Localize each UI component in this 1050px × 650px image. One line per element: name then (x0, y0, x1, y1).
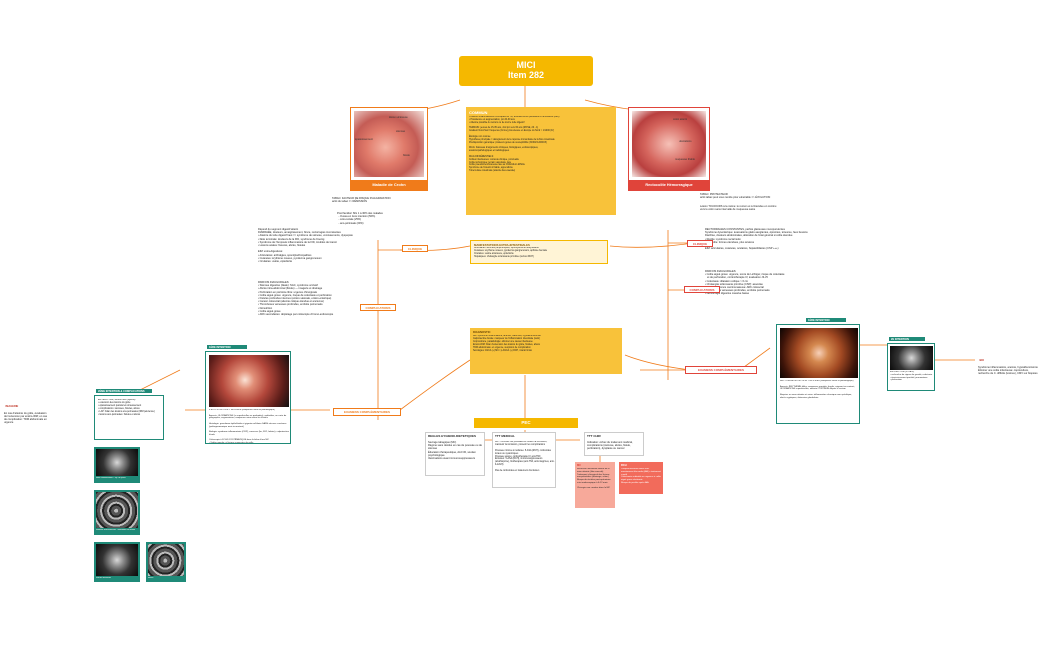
commun-body: • Lésions inflammatoires chroniques du T… (469, 116, 560, 173)
left-imaging-body: En cas d'atteinte du grêle, évaluation d… (4, 411, 48, 425)
rch-card: colon atteint ulcérations muqueuse friab… (628, 107, 710, 191)
pec-regles-title: RÈGLES HYGIÉNO-DIÉTÉTIQUES (428, 435, 477, 438)
mri-caption-4: abcès (148, 577, 154, 579)
entero-header: 2ÈME INTENTION & COMPLICATIONS (96, 389, 152, 394)
rch-photo-label-1: colon atteint (673, 118, 687, 121)
pec-mc-box: MC Résection intestinale limitée de la z… (575, 462, 615, 508)
manifestations-body: Articulaires: arthrites périphériques, s… (474, 247, 548, 258)
rch-colonoscopy-text: RECTOSIGMOÏDOSCOPIE + BIOPSIES (muqueuse… (780, 380, 855, 399)
rch-complications-label: COMPLICATIONS (684, 286, 720, 293)
manifestations-header: MANIFESTATIONS EXTRA-INTESTINALES (474, 243, 530, 247)
mri-card-4: abcès (146, 542, 186, 582)
rch-complications-text: PARFOIS INAUGURALES: • Colite aiguë grav… (705, 270, 785, 296)
left-imaging-title: IMAGERIE (5, 405, 19, 409)
link-rch-diag (624, 354, 691, 371)
mri-card-1: Iléite inflammatoire + ép. de paroi (94, 447, 140, 483)
crohn-endoscopy-photo (209, 355, 289, 407)
mri-caption-3: Fistule iléo-iléale (96, 577, 111, 579)
crohn-photo-label-1: lésion ulcéreuse (389, 116, 408, 119)
rch-photo-label-2: ulcérations (679, 140, 692, 143)
pec-regles-box: RÈGLES HYGIÉNO-DIÉTÉTIQUES Sevrage tabag… (425, 432, 485, 476)
crohn-endo-card: ILÉOCOLOSCOPIE + BIOPSIES (muqueuse sain… (205, 351, 291, 444)
diagnostic-body: Bio: syndrome inflammatoire, anémie, car… (473, 335, 541, 352)
crohn-photo-label-4: fistule (403, 154, 410, 157)
rch-tabac: TABAC: PROTECTEUR arrêt tabac peut vous … (700, 193, 771, 200)
pec-rch-body: Coloproctectomie totale avec anastomose … (621, 468, 661, 484)
diagnostic-box: DIAGNOSTIC Bio: syndrome inflammatoire, … (470, 328, 622, 374)
rch-colon-illustration (632, 111, 706, 177)
crohn-endo-text: ILÉOCOLOSCOPIE + BIOPSIES (muqueuse sain… (209, 409, 289, 443)
entero-body: ENTÉRO-TDM, surtout IRM (injecté): • ext… (98, 399, 155, 416)
pec-chir-body: Indication: échec du traitement médical,… (587, 441, 634, 451)
pec-regles-body: Sevrage tabagique (MC) Régime sans résid… (428, 441, 482, 461)
title-box: MICI Item 282 (459, 56, 593, 86)
rch-clinique-label: CLINIQUE (687, 240, 713, 247)
rch-clinique-text: RECTORRAGIES CONSTANTES, parfois glaireu… (705, 228, 808, 251)
manifestations-box: MANIFESTATIONS EXTRA-INTESTINALES Articu… (470, 240, 608, 264)
pec-rch-title: RCH (621, 464, 627, 467)
colonoscopy-header: 1ÈRE INTENTION (806, 318, 846, 323)
commun-box: COMMUN • Lésions inflammatoires chroniqu… (466, 107, 616, 215)
crohn-clinique-label: CLINIQUE (402, 245, 428, 252)
rch-bio-text: BIO Syndrome inflammatoire, anémie, hypo… (978, 356, 1040, 380)
rch-colonoscopy-card: RECTOSIGMOÏDOSCOPIE + BIOPSIES (muqueuse… (776, 324, 860, 424)
crohn-photo-label-3: épaississement (355, 138, 373, 141)
crohn-endo-header: 1ÈRE INTENTION (207, 345, 247, 350)
rch-note: Lésion TOUJOURS à la même: le rectum et … (700, 205, 777, 212)
pec-med-title: TTT MÉDICAL (495, 435, 515, 438)
crohn-clinique-text: Dépend du segment digestif atteint DIARR… (258, 228, 353, 264)
rch-exams-label: EXAMENS COMPLÉMENTAIRES (685, 366, 757, 374)
pec-rch-box: RCH Coloproctectomie totale avec anastom… (619, 462, 663, 494)
link-entero-endo (139, 369, 181, 391)
diagnostic-header: DIAGNOSTIC (473, 330, 491, 334)
mri-card-2: Sténose iléo-terminale + dilatation en a… (94, 490, 140, 535)
mri-card-3: Fistule iléo-iléale (94, 542, 140, 582)
crohn-exams-label: EXAMENS COMPLÉMENTAIRES (333, 408, 401, 416)
pec-mc-body: Résection intestinale limitée de la zone… (577, 468, 611, 490)
mri-caption-1: Iléite inflammatoire + ép. de paroi (96, 477, 126, 479)
title-line1: MICI (516, 60, 536, 70)
mri-image-1 (96, 449, 138, 476)
crohn-complications-text: PARFOIS INAUGURALES: • Sténose digestive… (258, 281, 334, 317)
rch-photo-label-3: muqueuse friable (675, 158, 695, 161)
commun-header: COMMUN (469, 110, 488, 115)
crohn-complications-label: COMPLICATIONS (360, 304, 396, 311)
crohn-tabac: TABAC: FACTEUR DE RISQUE D'AGGRAVATION a… (332, 197, 391, 204)
crohn-photo-label-2: sténose (396, 130, 406, 133)
rch-bio-title: BIO (979, 359, 985, 363)
crohn-colon-illustration (354, 111, 424, 177)
mri-image-2 (96, 492, 138, 528)
pec-med-box: TTT MÉDICAL BUT: contrôler les poussées … (492, 432, 556, 488)
pec-chir-box: TTT CHIR Indication: échec du traitement… (584, 432, 644, 456)
rch-ct-text: ENTÉRO-TDM (si CAG): • recherche de sign… (890, 371, 933, 382)
rch-label: Rectocolite Hémorragique (629, 180, 709, 190)
pec-header: PEC (474, 418, 578, 428)
crohn-label: Maladie de Crohn (351, 180, 427, 190)
pec-mc-title: MC (577, 464, 582, 467)
title-line2: Item 282 (507, 70, 545, 80)
pec-chir-title: TTT CHIR (587, 435, 601, 438)
link-exam-diag (399, 359, 471, 411)
pec-med-body: BUT: contrôler les poussées et induire l… (495, 441, 555, 473)
left-imaging-text: IMAGERIE En cas d'atteinte du grêle, éva… (4, 402, 50, 426)
mri-image-3 (96, 544, 138, 576)
rch-bio-body: Syndrome inflammatoire, anémie, hypoalbu… (978, 365, 1038, 376)
entero-card: ENTÉRO-TDM, surtout IRM (injecté): • ext… (94, 395, 164, 440)
rch-ct-image (890, 346, 933, 370)
crohn-pred: Pred familial: SIG 1 à 30% des malades -… (337, 212, 383, 225)
mri-image-4 (148, 544, 184, 576)
mri-caption-2: Sténose iléo-terminale + dilatation en a… (96, 529, 136, 531)
rch-endoscopy-photo (780, 328, 858, 378)
rch-ct-card: ENTÉRO-TDM (si CAG): • recherche de sign… (887, 343, 935, 391)
rch-side-header: 2E INTENTION (889, 337, 925, 342)
crohn-card: lésion ulcéreuse sténose épaississement … (350, 107, 428, 191)
